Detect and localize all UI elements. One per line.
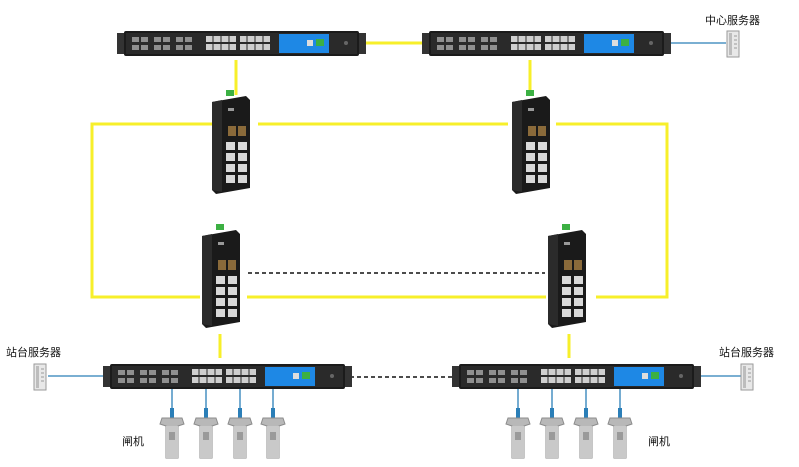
station-server-left-icon (33, 363, 47, 391)
core-switch-right (421, 30, 672, 57)
station-server-right-label: 站台服务器 (719, 346, 774, 359)
gate-icon (607, 407, 633, 459)
gate-icon (193, 407, 219, 459)
gate-right-label: 闸机 (648, 435, 670, 448)
core-switch-left (116, 30, 367, 57)
gate-icon (260, 407, 286, 459)
station-server-right-icon (740, 363, 754, 391)
ring-switch-lower-left (202, 224, 240, 328)
ring-switch-lower-right (548, 224, 586, 328)
ring-switch-upper-left (212, 90, 250, 194)
gate-icon (573, 407, 599, 459)
gate-left-label: 闸机 (122, 435, 144, 448)
gate-icon (539, 407, 565, 459)
station-server-left-label: 站台服务器 (6, 346, 61, 359)
ring-switch-upper-right (512, 90, 550, 194)
gate-icon (227, 407, 253, 459)
ring-links (90, 41, 669, 358)
copper-links (48, 42, 741, 412)
access-switch-right (451, 363, 702, 390)
center-server-label: 中心服务器 (705, 14, 760, 27)
standby-links (248, 272, 545, 378)
center-server-icon (726, 30, 740, 58)
gate-icon (505, 407, 531, 459)
gate-icon (159, 407, 185, 459)
access-switch-left (102, 363, 353, 390)
